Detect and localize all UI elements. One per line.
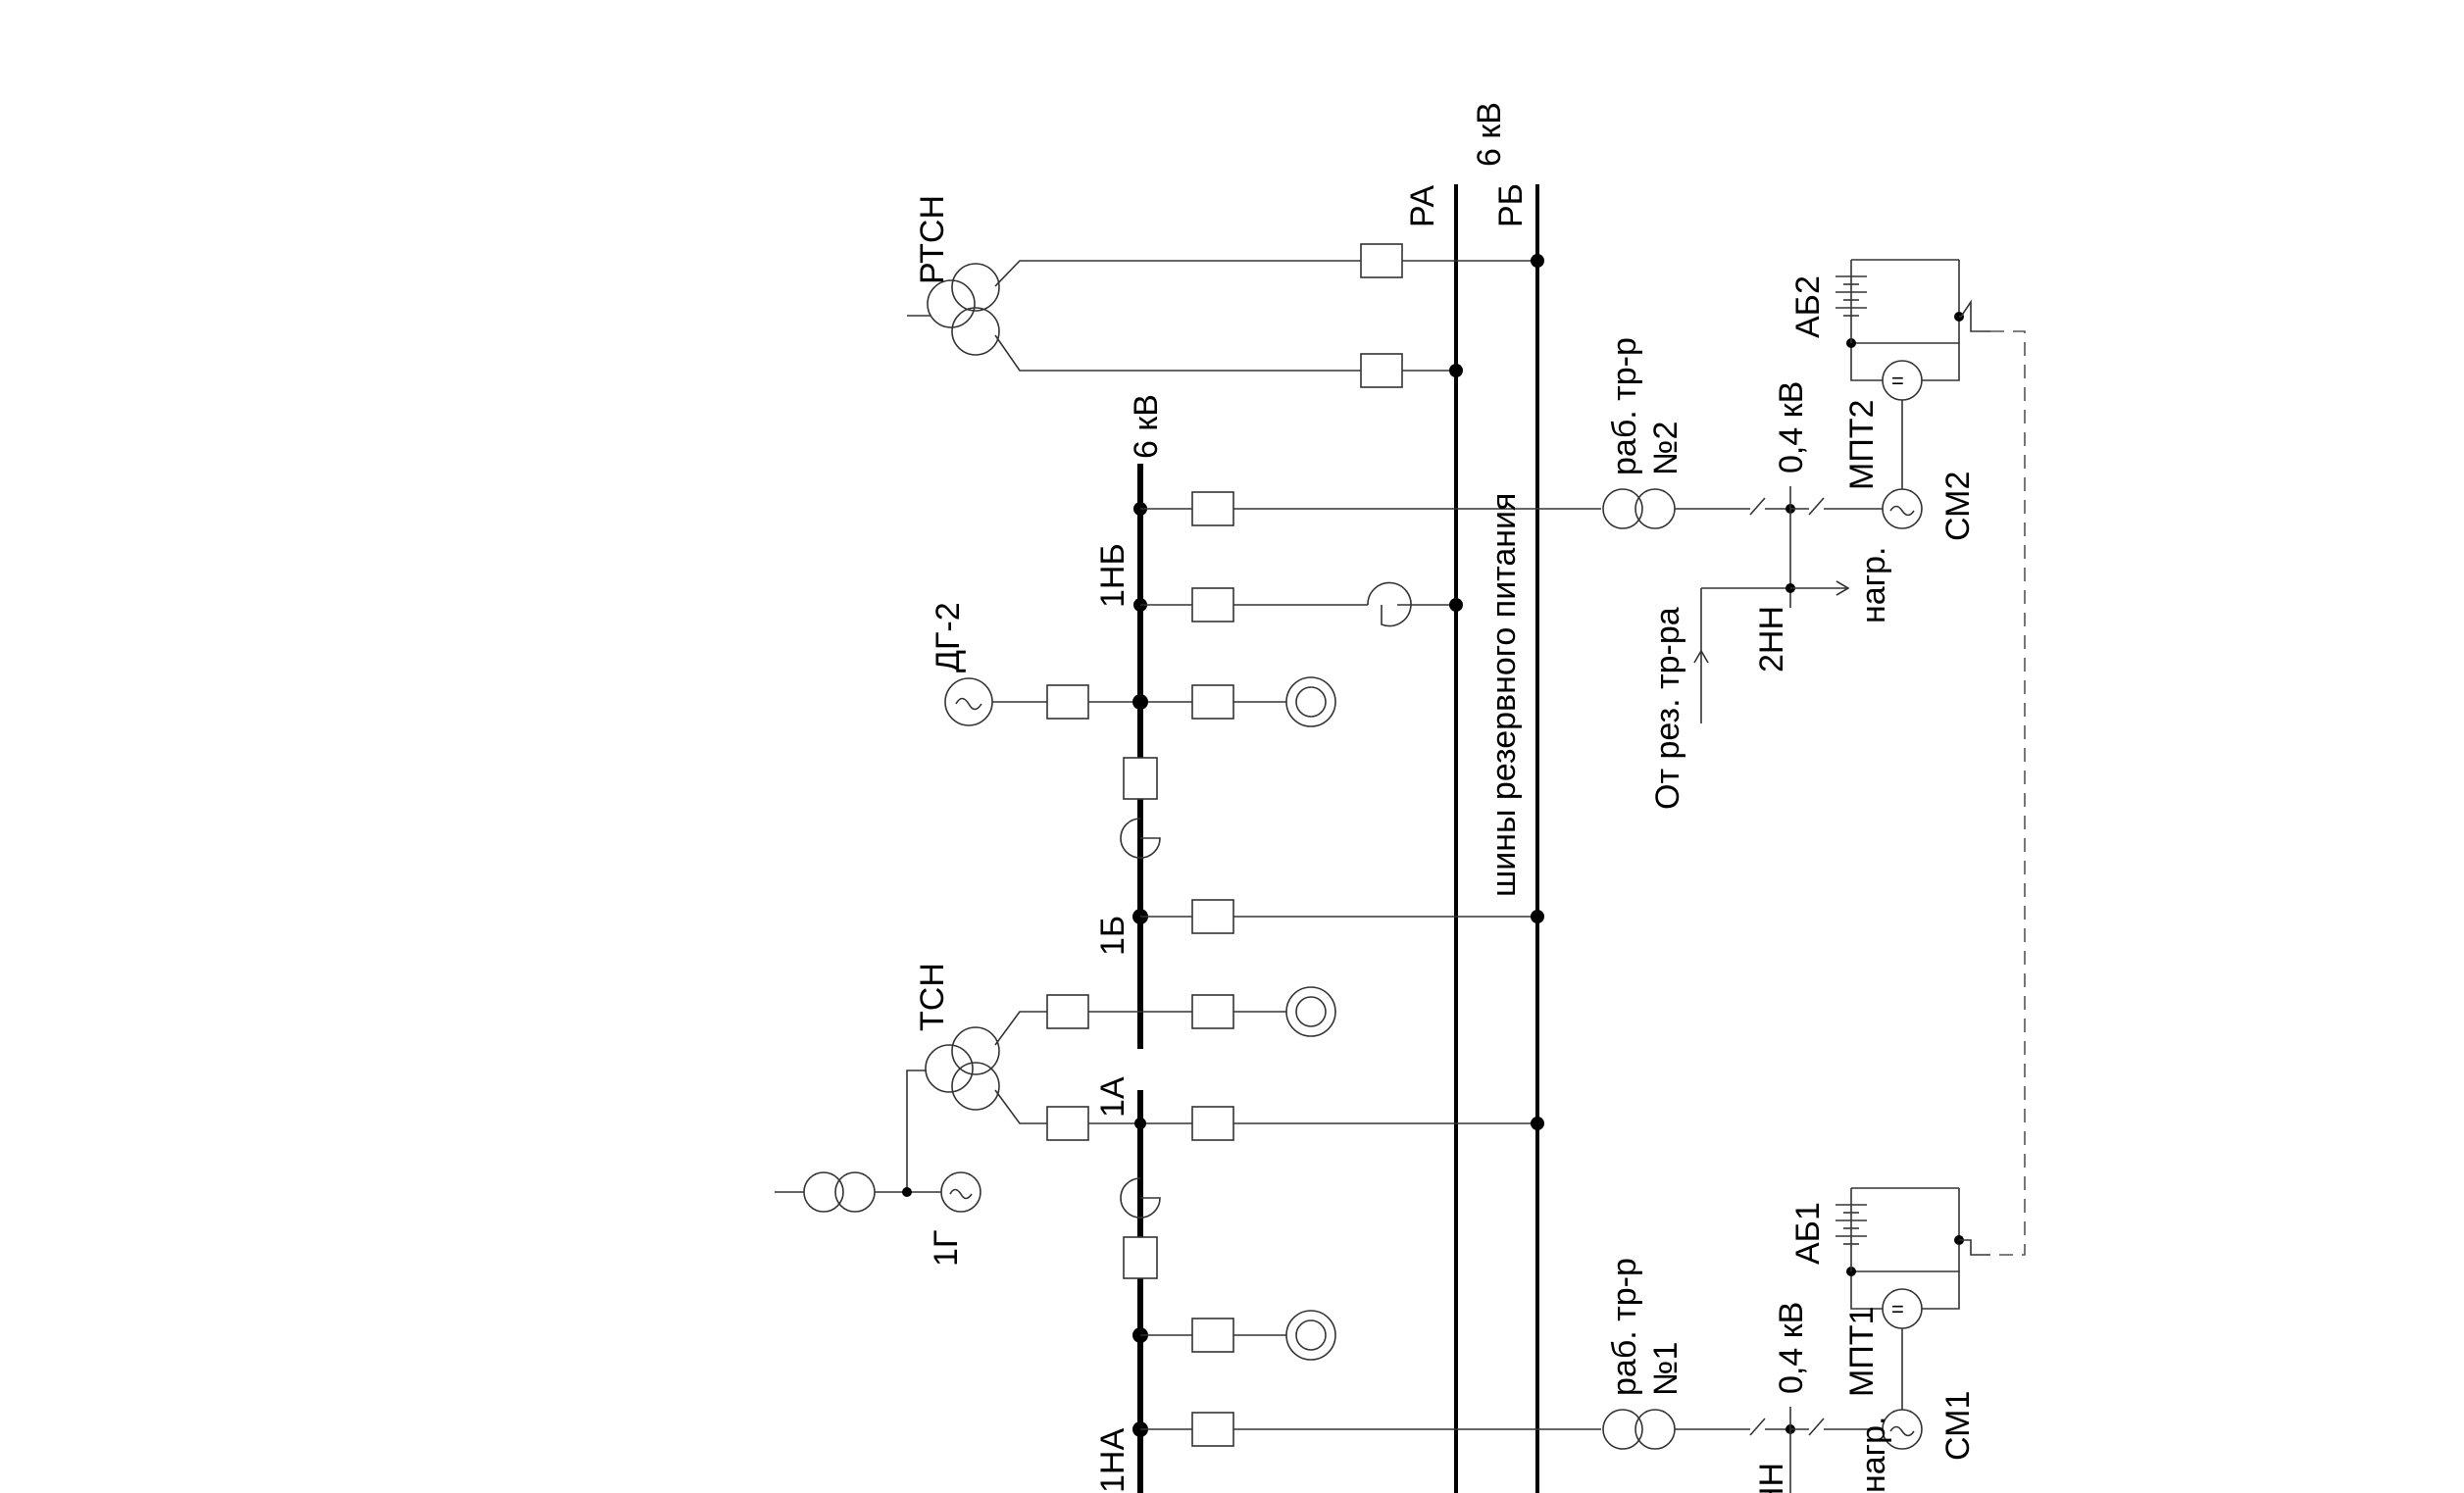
- dc-unit-2: =: [1835, 259, 1990, 489]
- branch-2nn-load: [1693, 580, 1850, 723]
- label-reserve-bus: шины резервного питания: [1485, 493, 1523, 897]
- label-6kv-bus: 6 кВ: [1128, 394, 1165, 459]
- label-sm2: СМ2: [1939, 472, 1977, 541]
- label-1a: 1А: [1094, 1076, 1131, 1118]
- section-link-1nb-1b: [1120, 757, 1161, 859]
- svg-text:=: =: [1891, 369, 1904, 393]
- rtsn-transformer: [907, 243, 1544, 388]
- label-work-tr2-b: №2: [1647, 422, 1685, 475]
- label-sm1: СМ1: [1939, 1391, 1977, 1461]
- feeder-1b-reserve: [1132, 899, 1544, 934]
- label-work-tr2-a: раб. тр-р: [1606, 337, 1643, 475]
- generator-1g-unit: [775, 1171, 981, 1213]
- label-ab1: АБ1: [1789, 1202, 1827, 1265]
- label-mpt2: МПТ2: [1843, 400, 1881, 490]
- feeder-1nb-reserve: [1133, 581, 1463, 627]
- label-work-tr1-b: №1: [1647, 1342, 1685, 1396]
- battery-ab1-cells: [1835, 1204, 1867, 1245]
- label-1nn: 1НН: [1753, 1463, 1790, 1493]
- label-1g: 1Г: [928, 1230, 965, 1267]
- dc-link-dashed: [1990, 330, 2026, 1256]
- label-rtsn: РТСН: [914, 195, 951, 284]
- label-2nn: 2НН: [1753, 606, 1790, 672]
- label-tsn: ТСН: [914, 963, 951, 1031]
- label-from-reserve-transformer: От рез. тр-ра: [1649, 607, 1686, 810]
- battery-ab2-cells: [1835, 275, 1867, 317]
- label-dg2: ДГ-2: [930, 602, 967, 672]
- tsn-transformer: [906, 986, 1544, 1192]
- label-load1: нагр.: [1855, 1417, 1892, 1493]
- label-load2: нагр.: [1855, 547, 1892, 623]
- label-ra: РА: [1404, 185, 1441, 227]
- label-1na: 1НА: [1094, 1428, 1131, 1493]
- feeder-1na-motor: [1132, 1310, 1336, 1361]
- feeder-work-transformer-1: [1132, 1407, 1923, 1493]
- label-work-tr1-a: раб. тр-р: [1606, 1258, 1643, 1396]
- feeder-work-transformer-2: [1133, 486, 1923, 608]
- label-1nb: 1НБ: [1094, 543, 1131, 608]
- section-link-1a-1na: [1120, 1177, 1161, 1279]
- dc-unit-1: =: [1835, 1187, 1990, 1410]
- svg-text:=: =: [1891, 1297, 1904, 1321]
- label-ab2: АБ2: [1789, 275, 1827, 338]
- label-04kv-2: 0,4 кВ: [1773, 381, 1810, 473]
- label-6kv-top: 6 кВ: [1471, 102, 1508, 167]
- dg2-generator-feeder: [944, 676, 1336, 727]
- label-rb: РБ: [1492, 183, 1530, 227]
- label-04kv-1: 0,4 кВ: [1773, 1302, 1810, 1394]
- label-1b: 1Б: [1094, 916, 1131, 956]
- label-mpt1: МПТ1: [1843, 1307, 1881, 1397]
